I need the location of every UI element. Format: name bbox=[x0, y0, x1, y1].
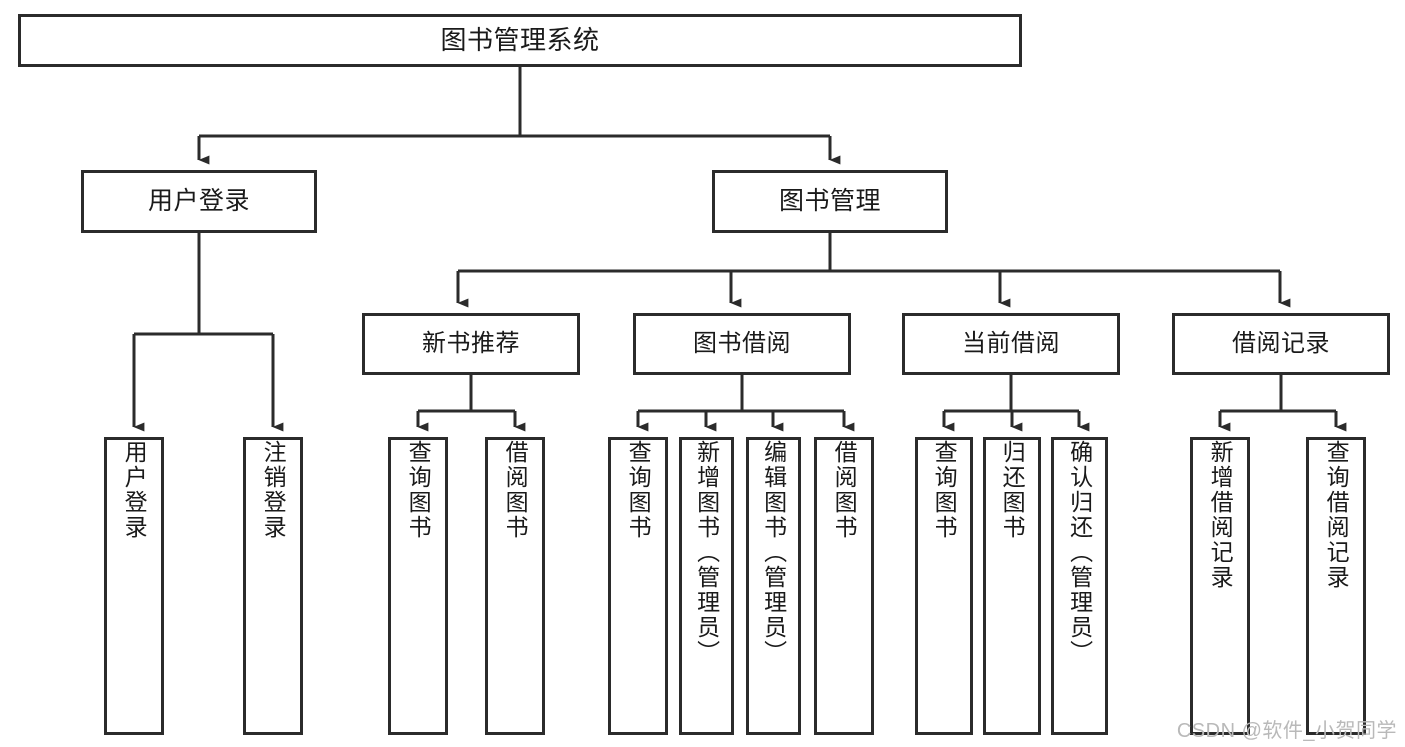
node-user-login[interactable]: 用户登录 bbox=[81, 170, 317, 233]
node-root-system-label: 图书管理系统 bbox=[440, 24, 600, 55]
node-leaf-confirm-return-label: 确认归还（管理员） bbox=[1066, 440, 1093, 665]
node-leaf-query-book-3-label: 查询图书 bbox=[931, 440, 958, 540]
node-book-borrow-label: 图书借阅 bbox=[693, 330, 791, 358]
node-leaf-user-logout[interactable]: 注销登录 bbox=[243, 437, 303, 735]
node-root-system[interactable]: 图书管理系统 bbox=[18, 14, 1022, 67]
node-leaf-query-book-1-label: 查询图书 bbox=[405, 440, 432, 540]
node-leaf-add-record-label: 新增借阅记录 bbox=[1207, 440, 1234, 590]
node-leaf-query-book-3[interactable]: 查询图书 bbox=[915, 437, 973, 735]
node-borrow-record[interactable]: 借阅记录 bbox=[1172, 313, 1390, 375]
node-leaf-borrow-book-2[interactable]: 借阅图书 bbox=[814, 437, 874, 735]
node-user-login-label: 用户登录 bbox=[147, 187, 250, 216]
node-leaf-query-book-1[interactable]: 查询图书 bbox=[388, 437, 448, 735]
node-leaf-borrow-book-2-label: 借阅图书 bbox=[831, 440, 858, 540]
node-leaf-query-book-2[interactable]: 查询图书 bbox=[608, 437, 668, 735]
node-leaf-edit-book-label: 编辑图书（管理员） bbox=[760, 440, 787, 665]
node-current-borrow[interactable]: 当前借阅 bbox=[902, 313, 1120, 375]
node-leaf-query-record[interactable]: 查询借阅记录 bbox=[1306, 437, 1366, 735]
node-leaf-add-record[interactable]: 新增借阅记录 bbox=[1190, 437, 1250, 735]
node-current-borrow-label: 当前借阅 bbox=[962, 330, 1060, 358]
node-new-book-recommend[interactable]: 新书推荐 bbox=[362, 313, 580, 375]
node-book-borrow[interactable]: 图书借阅 bbox=[633, 313, 851, 375]
node-book-manage-label: 图书管理 bbox=[778, 187, 881, 216]
node-leaf-return-book[interactable]: 归还图书 bbox=[983, 437, 1041, 735]
node-borrow-record-label: 借阅记录 bbox=[1232, 330, 1330, 358]
node-leaf-add-book-label: 新增图书（管理员） bbox=[693, 440, 720, 665]
node-leaf-edit-book[interactable]: 编辑图书（管理员） bbox=[746, 437, 801, 735]
node-leaf-user-logout-label: 注销登录 bbox=[260, 440, 287, 540]
node-book-manage[interactable]: 图书管理 bbox=[712, 170, 948, 233]
node-leaf-user-login[interactable]: 用户登录 bbox=[104, 437, 164, 735]
node-leaf-borrow-book-1-label: 借阅图书 bbox=[502, 440, 529, 540]
node-leaf-add-book[interactable]: 新增图书（管理员） bbox=[679, 437, 734, 735]
node-leaf-return-book-label: 归还图书 bbox=[999, 440, 1026, 540]
node-leaf-query-book-2-label: 查询图书 bbox=[625, 440, 652, 540]
node-new-book-recommend-label: 新书推荐 bbox=[422, 330, 520, 358]
node-leaf-user-login-label: 用户登录 bbox=[121, 440, 148, 540]
node-leaf-borrow-book-1[interactable]: 借阅图书 bbox=[485, 437, 545, 735]
node-leaf-query-record-label: 查询借阅记录 bbox=[1323, 440, 1350, 590]
node-leaf-confirm-return[interactable]: 确认归还（管理员） bbox=[1051, 437, 1108, 735]
